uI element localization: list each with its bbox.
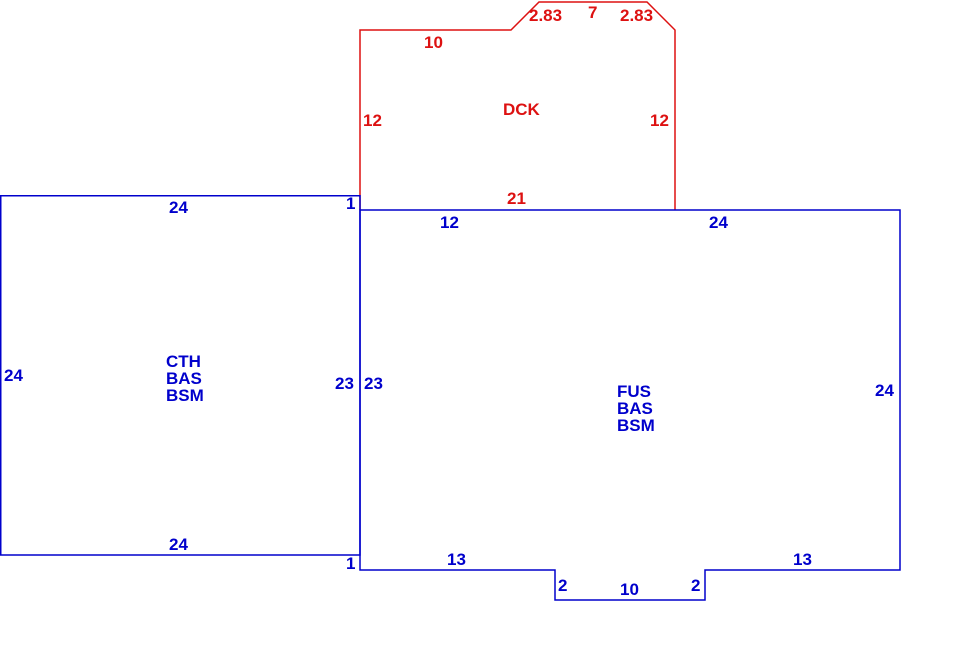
main-dim-bump-left: 2 [558, 576, 567, 595]
main-dim-bottom-left: 13 [447, 550, 466, 569]
left-dim-right: 23 [335, 374, 354, 393]
main-area-label-3: BSM [617, 416, 655, 435]
deck-label: DCK [503, 100, 541, 119]
left-dim-step-bottom: 1 [346, 554, 355, 573]
main-dim-bump-right: 2 [691, 576, 700, 595]
left-area-label-3: BSM [166, 386, 204, 405]
deck-dim-bottom: 21 [507, 189, 526, 208]
deck-dim-left: 12 [363, 111, 382, 130]
deck-dim-chamfer-left: 2.83 [529, 6, 562, 25]
main-area-label-1: FUS [617, 382, 651, 401]
main-area-label-2: BAS [617, 399, 653, 418]
main-dim-bottom-right: 13 [793, 550, 812, 569]
left-dim-left: 24 [4, 366, 23, 385]
main-dim-right: 24 [875, 381, 894, 400]
deck-outline [359, 1, 676, 210]
left-dim-top: 24 [169, 198, 188, 217]
main-dim-top-right: 24 [709, 213, 728, 232]
deck-dim-top-left: 10 [424, 33, 443, 52]
left-dim-bottom: 24 [169, 535, 188, 554]
main-dim-top-left: 12 [440, 213, 459, 232]
left-area-label-1: CTH [166, 352, 201, 371]
left-area-label-2: BAS [166, 369, 202, 388]
left-dim-step-top: 1 [346, 194, 355, 213]
deck-dim-chamfer-right: 2.83 [620, 6, 653, 25]
main-area-outline [359, 209, 901, 601]
main-dim-left: 23 [364, 374, 383, 393]
main-dim-bump-bottom: 10 [620, 580, 639, 599]
deck-dim-top: 7 [588, 3, 597, 22]
deck-dim-right: 12 [650, 111, 669, 130]
